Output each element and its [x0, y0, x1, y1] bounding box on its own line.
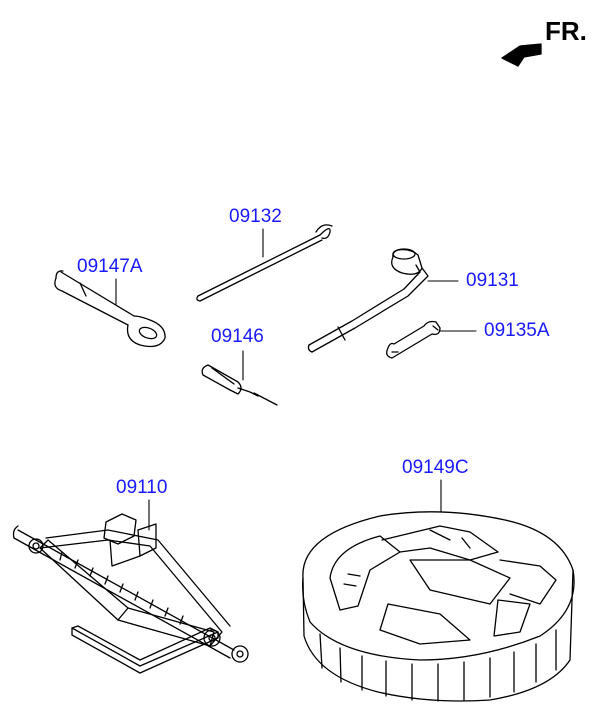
part-label-tool-tray[interactable]: 09149C — [402, 457, 469, 478]
wheel-lug-wrench-drawing — [307, 248, 429, 353]
part-label-spanner[interactable]: 09135A — [484, 320, 550, 341]
part-label-screwdriver[interactable]: 09146 — [211, 326, 264, 347]
jack-handle-drawing — [196, 224, 333, 302]
front-direction-label: FR. — [545, 16, 587, 46]
forward-arrow-icon — [501, 43, 542, 67]
screwdriver-drawing — [201, 364, 278, 406]
part-label-jack-assembly[interactable]: 09110 — [116, 477, 168, 498]
leader-lines — [115, 228, 477, 531]
part-label-jack-handle[interactable]: 09132 — [229, 206, 282, 227]
spanner-drawing — [386, 320, 441, 359]
eye-bolt-handle-drawing — [54, 270, 166, 348]
part-label-wheel-lug-wrench[interactable]: 09131 — [466, 270, 519, 291]
tool-tray-drawing — [302, 511, 575, 702]
part-label-eye-bolt-handle[interactable]: 09147A — [77, 256, 143, 277]
jack-assembly-drawing — [12, 513, 249, 674]
